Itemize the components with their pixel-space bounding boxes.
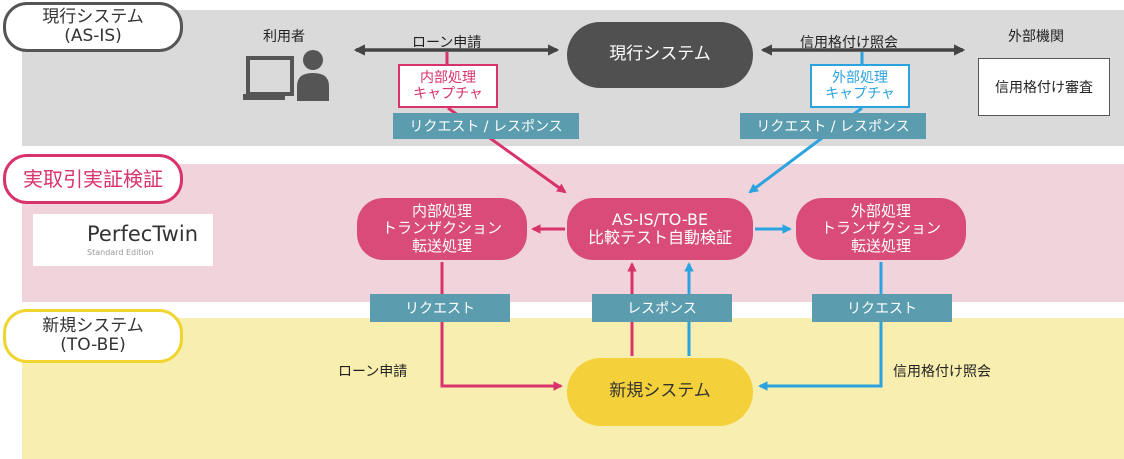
external-org-label: 外部機関 — [1008, 29, 1064, 45]
internal-transfer-line2: トランザクション — [381, 219, 502, 238]
verification-section-label: 実取引実証検証 — [3, 154, 183, 204]
as-is-subtitle: (AS-IS) — [64, 26, 122, 46]
new-system-label: 新規システム — [609, 381, 711, 402]
compare-test-line2: 比較テスト自動検証 — [587, 228, 732, 247]
perfectwin-logo: PerfecTwin Standard Edition — [33, 214, 213, 266]
credit-screening-label: 信用格付け審査 — [995, 80, 1093, 96]
new-credit-inquiry-label: 信用格付け照会 — [893, 364, 991, 380]
external-transfer-node: 外部処理 トランザクション 転送処理 — [796, 198, 966, 260]
external-capture-line1: 外部処理 — [832, 69, 888, 86]
external-transfer-line1: 外部処理 — [850, 202, 911, 221]
compare-test-line1: AS-IS/TO-BE — [611, 209, 709, 229]
external-transfer-line2: トランザクション — [820, 219, 941, 238]
loan-application-label: ローン申請 — [412, 35, 482, 51]
internal-capture-box: 内部処理 キャプチャ — [398, 64, 498, 108]
user-computer-icon — [243, 50, 329, 101]
external-request-tag: リクエスト — [812, 294, 952, 322]
logo-edition: Standard Edition — [87, 247, 154, 257]
new-loan-application-label: ローン申請 — [338, 364, 408, 380]
external-capture-box: 外部処理 キャプチャ — [810, 64, 910, 108]
logo-name: PerfecTwin — [87, 221, 198, 246]
internal-transfer-line1: 内部処理 — [411, 202, 472, 221]
internal-req-resp-tag: リクエスト / レスポンス — [393, 113, 579, 139]
to-be-subtitle: (TO-BE) — [60, 335, 126, 355]
verification-title: 実取引実証検証 — [23, 167, 163, 191]
external-req-resp-tag: リクエスト / レスポンス — [740, 113, 926, 139]
internal-transfer-node: 内部処理 トランザクション 転送処理 — [357, 198, 527, 260]
internal-request-arrow — [440, 262, 563, 391]
response-tag: レスポンス — [592, 294, 732, 322]
current-system-node: 現行システム — [567, 22, 753, 88]
credit-screening-box: 信用格付け審査 — [978, 58, 1110, 116]
current-system-label: 現行システム — [609, 44, 711, 65]
new-system-node: 新規システム — [567, 358, 753, 426]
as-is-title: 現行システム — [42, 7, 144, 28]
as-is-section-label: 現行システム (AS-IS) — [3, 2, 183, 52]
to-be-section-label: 新規システム (TO-BE) — [3, 309, 183, 363]
user-label: 利用者 — [263, 29, 305, 45]
credit-inquiry-label: 信用格付け照会 — [800, 35, 898, 51]
internal-capture-line2: キャプチャ — [413, 86, 483, 102]
compare-test-node: AS-IS/TO-BE 比較テスト自動検証 — [567, 198, 753, 260]
internal-capture-line1: 内部処理 — [420, 69, 476, 86]
external-transfer-line3: 転送処理 — [850, 236, 911, 255]
external-capture-line2: キャプチャ — [825, 86, 895, 102]
external-request-arrow — [758, 262, 883, 391]
internal-transfer-line3: 転送処理 — [411, 236, 472, 255]
to-be-title: 新規システム — [42, 316, 144, 337]
internal-request-tag: リクエスト — [370, 294, 510, 322]
